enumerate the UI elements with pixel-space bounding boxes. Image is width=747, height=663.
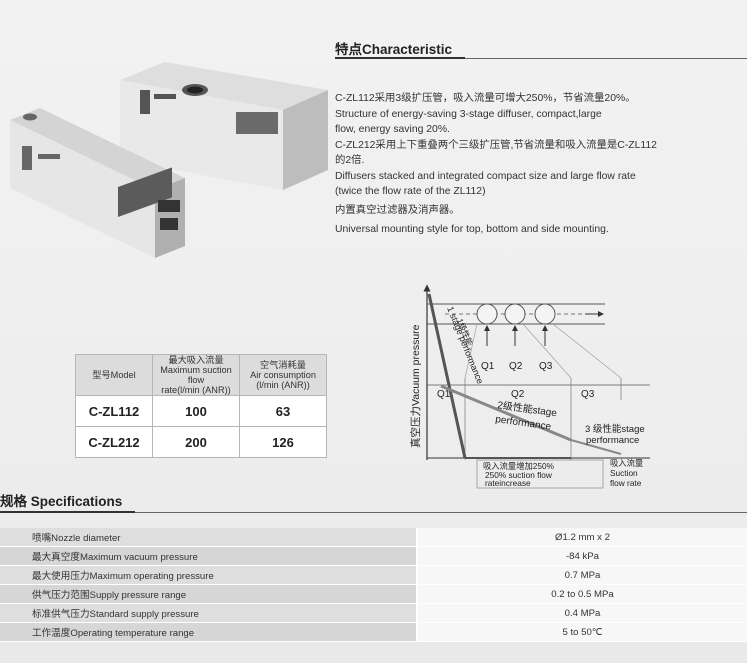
suction-label-en2: flow rate [610,478,642,488]
spec-value: 0.7 MPa [417,565,747,585]
vacuum-ejector-back-unit [120,62,328,190]
increase-label-en2: rateincrease [485,478,531,488]
spec-label: 最大使用压力Maximum operating pressure [0,565,418,585]
characteristic-title: 特点Characteristic [335,42,453,57]
q1-band-label: Q1 [437,389,451,400]
q2-label: Q2 [509,361,523,372]
increase-label-cn: 吸入流量增加250% [483,461,555,471]
y-axis-label: 真空压力Vacuum pressure [409,324,422,448]
model-table: 型号Model 最大吸入流量 Maximum suction flow rate… [75,354,327,458]
model-cell: C-ZL112 [75,395,153,427]
characteristic-line: Diffusers stacked and integrated compact… [335,170,636,182]
suction-flow-cell: 200 [152,426,240,458]
characteristic-line: (twice the flow rate of the ZL112) [335,186,486,197]
table-row: C-ZL212 200 126 [75,426,327,458]
header-line: Maximum suction flow [160,365,232,385]
header-line: rate(l/min (ANR)) [161,385,231,395]
product-photo [10,62,328,258]
header-line: Air consumption [250,370,316,380]
table-row: 最大使用压力Maximum operating pressure 0.7 MPa [0,565,747,585]
spec-label: 工作温度Operating temperature range [0,622,418,642]
model-column-header: 型号Model [75,354,153,396]
q1-label: Q1 [481,361,495,372]
spec-value: 0.2 to 0.5 MPa [417,584,747,604]
header-line: 空气消耗量 [260,360,306,370]
specifications-title: 规格 Specifications [0,494,123,509]
suction-label-cn: 吸入流量 [610,458,643,468]
q3-band-label: Q3 [581,389,595,400]
characteristic-line: Structure of energy-saving 3-stage diffu… [335,108,602,120]
ejector-schematic [427,303,605,346]
table-row: C-ZL112 100 63 [75,395,327,427]
vacuum-ejector-front-unit [10,108,185,258]
q3-label: Q3 [539,361,553,372]
suction-flow-column-header: 最大吸入流量 Maximum suction flow rate(l/min (… [152,354,240,396]
air-consumption-cell: 126 [239,426,327,458]
increase-label-en1: 250% suction flow [485,470,553,480]
table-row: 喷嘴Nozzle diameter Ø1.2 mm x 2 [0,528,747,547]
table-row: 最大真空度Maximum vacuum pressure -84 kPa [0,546,747,566]
air-consumption-column-header: 空气消耗量 Air consumption (l/min (ANR)) [239,354,327,396]
characteristic-line: Universal mounting style for top, bottom… [335,224,609,235]
characteristic-line: 内置真空过滤器及消声器。 [335,204,460,216]
characteristic-description: C-ZL112采用3级扩压管，吸入流量可增大250%，节省流量20%。 Stru… [335,91,740,238]
table-row: 工作温度Operating temperature range 5 to 50℃ [0,622,747,642]
characteristic-line: 的2倍. [335,155,365,166]
air-consumption-cell: 63 [239,395,327,427]
header-line: 最大吸入流量 [168,355,224,365]
stage3-label-en: performance [586,435,639,446]
performance-diagram: 真空压力Vacuum pressure Q1 Q2 Q3 Q1 Q2 Q3 1 … [409,284,650,489]
stage1-curve [427,293,467,459]
characteristic-line: C-ZL212采用上下重叠两个三级扩压管,节省流量和吸入流量是C-ZL112 [335,139,657,151]
suction-flow-cell: 100 [152,395,240,427]
spec-label: 最大真空度Maximum vacuum pressure [0,546,418,566]
suction-label-en1: Suction [610,468,638,478]
spec-value: 0.4 MPa [417,603,747,623]
spec-label: 喷嘴Nozzle diameter [0,528,418,547]
characteristic-line: C-ZL112采用3级扩压管，吸入流量可增大250%，节省流量20%。 [335,93,636,104]
characteristic-divider [335,58,747,59]
specifications-divider [0,512,747,513]
header-line: (l/min (ANR)) [256,380,310,390]
spec-value: 5 to 50℃ [417,622,747,642]
spec-value: -84 kPa [417,546,747,566]
specifications-divider-accent [0,511,135,513]
table-row: 供气压力范围Supply pressure range 0.2 to 0.5 M… [0,584,747,604]
characteristic-divider-accent [335,57,465,59]
spec-value: Ø1.2 mm x 2 [417,528,747,547]
table-row: 标准供气压力Standard supply pressure 0.4 MPa [0,603,747,623]
model-table-header-row: 型号Model 最大吸入流量 Maximum suction flow rate… [75,354,327,396]
stage2-curve [440,384,572,442]
stage3-curve [570,439,622,455]
spec-label: 标准供气压力Standard supply pressure [0,603,418,623]
q2-band-label: Q2 [511,389,525,400]
spec-label: 供气压力范围Supply pressure range [0,584,418,604]
characteristic-line: flow, energy saving 20%. [335,124,450,135]
stage3-label-cn: 3 级性能stage [585,423,645,435]
specifications-table: 喷嘴Nozzle diameter Ø1.2 mm x 2 最大真空度Maxim… [0,528,747,642]
model-cell: C-ZL212 [75,426,153,458]
